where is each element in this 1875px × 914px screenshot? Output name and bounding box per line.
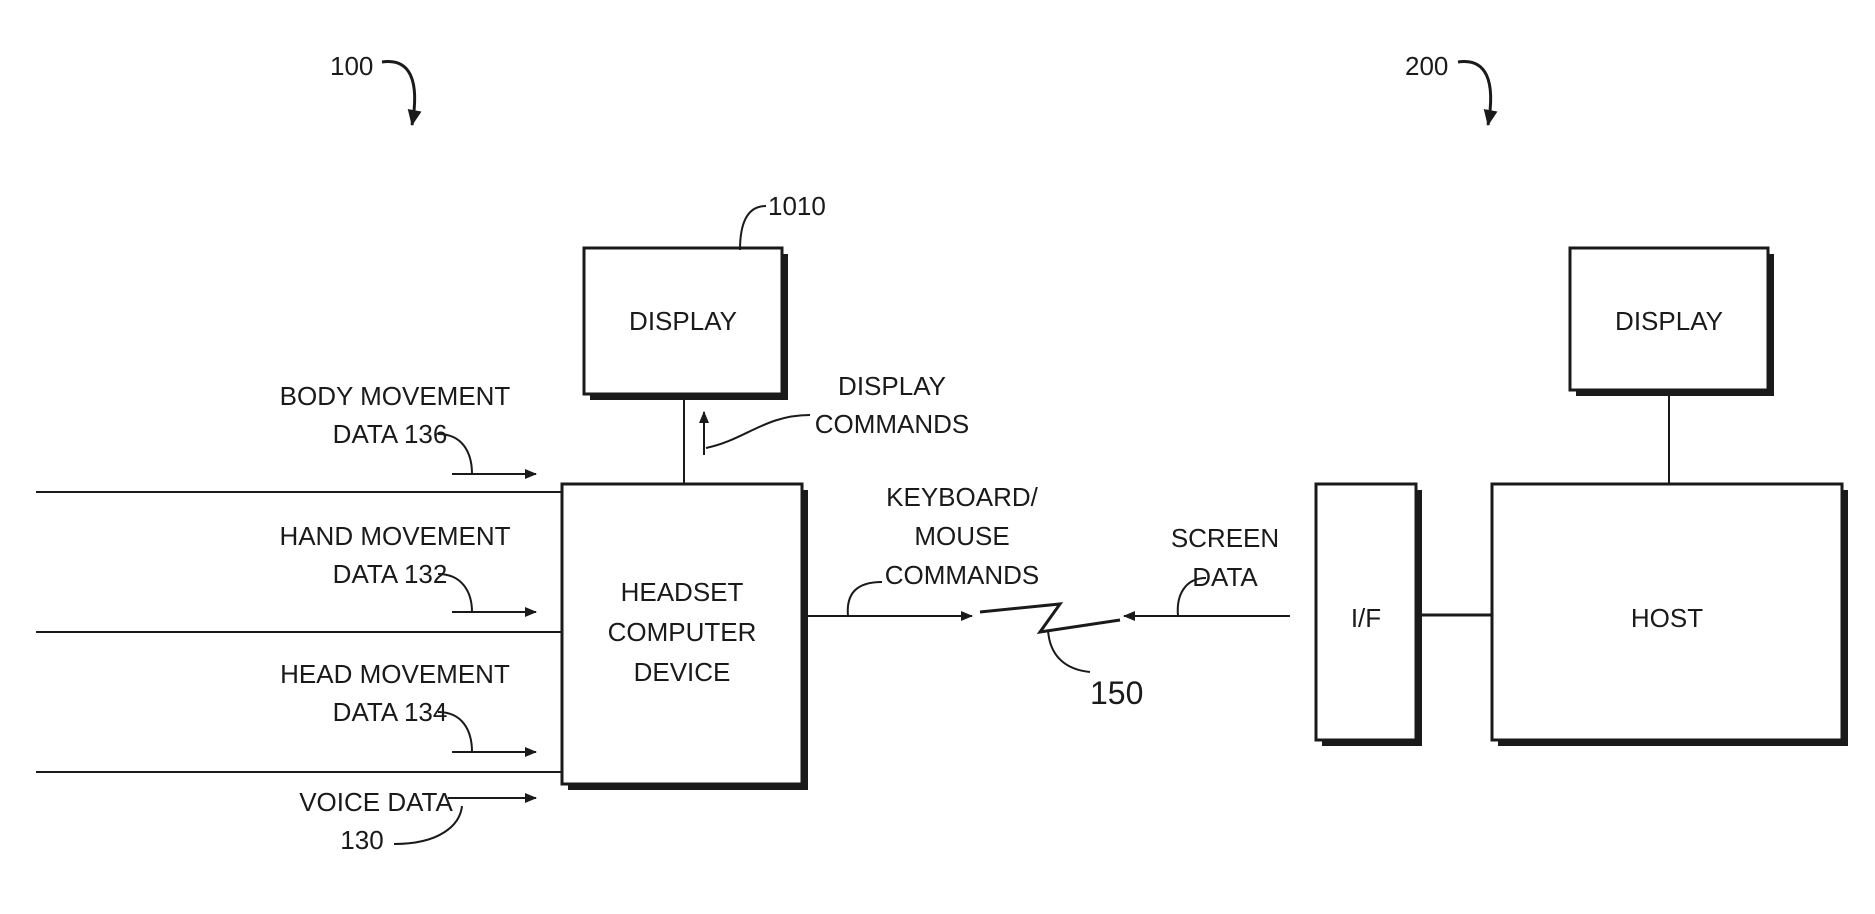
head-movement-label-line1: HEAD MOVEMENT [280,659,510,689]
ref-200-arrow [1458,62,1491,125]
body-movement-label-line2: DATA 136 [333,419,448,449]
hand-movement-label-line2: DATA 132 [333,559,448,589]
keyboard-mouse-line1: KEYBOARD/ [886,482,1038,512]
ref-150-label: 150 [1090,675,1143,711]
ref-1010-label: 1010 [768,191,826,221]
display-left-label: DISPLAY [629,306,737,336]
display-commands-line2: COMMANDS [815,409,970,439]
display-commands-line1: DISPLAY [838,371,946,401]
ref-200-label: 200 [1405,51,1448,81]
keyboard-mouse-leader [848,582,882,616]
voice-data-label-line2: 130 [340,825,383,855]
voice-data-label-line1: VOICE DATA [299,787,453,817]
ref-100-arrow [382,62,415,125]
keyboard-mouse-line3: COMMANDS [885,560,1040,590]
ref-100-label: 100 [330,51,373,81]
hand-movement-label-line1: HAND MOVEMENT [279,521,510,551]
display-right-label: DISPLAY [1615,306,1723,336]
head-movement-label-line2: DATA 134 [333,697,448,727]
ref-150-leader [1048,630,1090,672]
wireless-link-zigzag [980,604,1120,632]
body-movement-label-line1: BODY MOVEMENT [280,381,511,411]
headset-label-line1: HEADSET [621,577,744,607]
keyboard-mouse-line2: MOUSE [914,521,1009,551]
host-label: HOST [1631,603,1703,633]
ref-1010-leader [740,206,766,250]
headset-label-line2: COMPUTER [608,617,757,647]
headset-label-line3: DEVICE [634,657,731,687]
screen-data-line1: SCREEN [1171,523,1279,553]
screen-data-line2: DATA [1192,562,1258,592]
iface-label: I/F [1351,603,1381,633]
display-commands-leader [706,415,810,448]
